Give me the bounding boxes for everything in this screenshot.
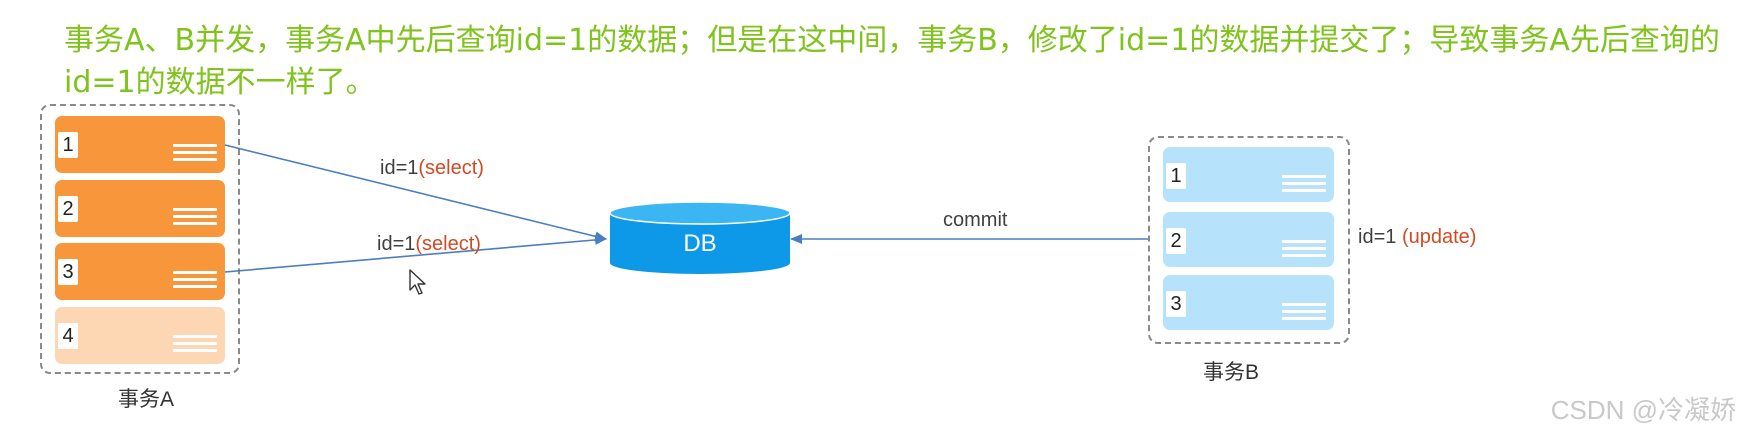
db-label: DB <box>683 230 717 257</box>
item-number: 2 <box>1166 228 1186 254</box>
item-number: 3 <box>58 259 78 285</box>
list-lines-icon <box>173 208 217 229</box>
transaction-a-item: 3 <box>55 243 225 300</box>
db-cylinder-icon <box>609 201 791 274</box>
select-arrow-1 <box>224 144 607 242</box>
transaction-b-item: 2 <box>1163 212 1334 267</box>
transaction-a-item: 1 <box>55 116 225 173</box>
item-number: 3 <box>1166 291 1186 317</box>
select-label-1: id=1(select) <box>380 157 484 180</box>
list-lines-icon <box>173 144 217 165</box>
watermark: CSDN @冷凝娇 <box>1550 395 1736 425</box>
transaction-b-item: 3 <box>1163 275 1334 330</box>
item-number: 1 <box>58 132 78 158</box>
operation-text: (update) <box>1401 226 1477 248</box>
item-number: 4 <box>58 323 78 349</box>
transaction-a-label: 事务A <box>118 388 175 411</box>
list-lines-icon <box>173 271 217 292</box>
caption-text: 事务A、B并发，事务A中先后查询id=1的数据；但是在这中间，事务B，修改了id… <box>64 23 1720 100</box>
item-number: 2 <box>58 196 78 222</box>
item-number: 1 <box>1166 163 1186 189</box>
transaction-a-group <box>40 104 240 374</box>
transaction-b-group <box>1148 136 1350 344</box>
transaction-a-item: 2 <box>55 180 225 237</box>
field-text: id=1 <box>377 233 416 255</box>
list-lines-icon <box>173 335 217 356</box>
list-lines-icon <box>1282 303 1326 324</box>
select-arrow-2 <box>224 234 607 273</box>
operation-text: (select) <box>415 233 481 255</box>
transaction-b-item: 1 <box>1163 147 1334 202</box>
transaction-a-item: 4 <box>55 307 225 364</box>
list-lines-icon <box>1282 240 1326 261</box>
list-lines-icon <box>1282 175 1326 196</box>
operation-text: (select) <box>418 157 484 179</box>
mouse-cursor-icon <box>409 269 426 295</box>
field-text: id=1 <box>380 157 419 179</box>
commit-label: commit <box>943 209 1008 231</box>
field-text: id=1 <box>1358 226 1402 248</box>
update-label: id=1 (update) <box>1358 226 1476 249</box>
select-label-2: id=1(select) <box>377 233 481 256</box>
transaction-b-label: 事务B <box>1203 361 1260 384</box>
